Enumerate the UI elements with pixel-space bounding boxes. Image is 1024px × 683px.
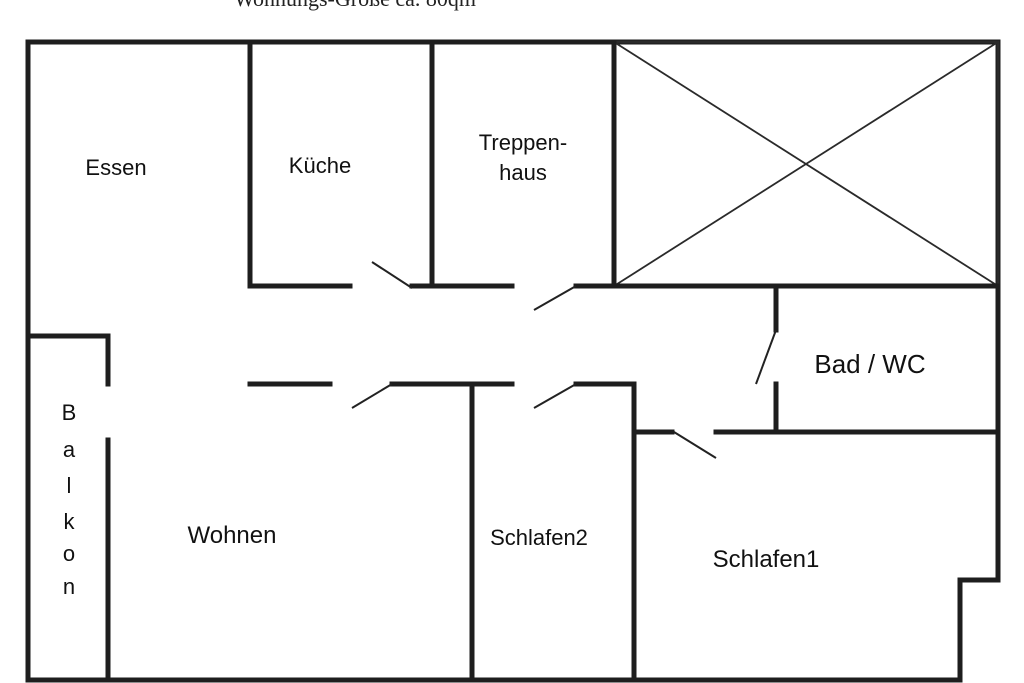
label-schlafen2: Schlafen2: [490, 525, 588, 550]
doors: [351, 261, 777, 459]
label-treppenhaus-2: haus: [499, 160, 547, 185]
door-treppenhaus: [533, 285, 577, 311]
door-kueche: [371, 261, 413, 289]
door-bad: [755, 329, 777, 385]
balkon-letter: l: [67, 473, 72, 498]
label-bad-wc: Bad / WC: [814, 349, 925, 379]
plan-title: Wohnungs-Größe ca. 80qm: [234, 0, 476, 11]
balkon-letter: k: [64, 509, 76, 534]
balkon-letter: B: [62, 400, 77, 425]
balkon-letter: a: [63, 437, 76, 462]
label-schlafen1: Schlafen1: [713, 546, 820, 573]
void-cross-b: [613, 41, 999, 287]
stairwell-void: [612, 40, 1000, 288]
balkon-letter: n: [63, 574, 75, 599]
label-wohnen: Wohnen: [188, 522, 277, 549]
door-wohnen: [351, 383, 393, 409]
interior-walls: [25, 39, 1001, 683]
door-schlafen1: [673, 431, 717, 459]
room-labels: Essen Küche Treppen- haus Bad / WC Wohne…: [62, 130, 926, 599]
balkon-letter: o: [63, 541, 75, 566]
door-schlafen2: [533, 383, 577, 409]
label-balkon: B a l k o n: [62, 400, 77, 599]
label-kueche: Küche: [289, 153, 351, 178]
label-essen: Essen: [85, 155, 146, 180]
label-treppenhaus-1: Treppen-: [479, 130, 567, 155]
